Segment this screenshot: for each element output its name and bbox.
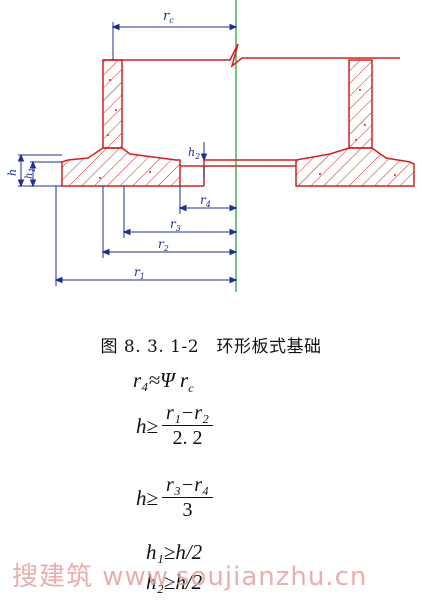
left-ring-slab bbox=[61, 147, 181, 187]
right-ring-slab bbox=[295, 147, 415, 187]
inner-plate-outline bbox=[180, 159, 296, 187]
formula-h-r1-r2: h≥ r₁−r₂ 2. 2 bbox=[136, 402, 213, 450]
label-rc: rc bbox=[163, 9, 174, 25]
label-h1: h1 bbox=[24, 167, 37, 179]
formula-h-r3-r4: h≥ r₃−r₄ 3 bbox=[136, 474, 213, 522]
formula-h2: h₂≥h/2 bbox=[146, 570, 203, 594]
figure-caption: 图 8. 3. 1-2 环形板式基础 bbox=[100, 337, 322, 357]
formula-r4: r₄≈Ψ rc bbox=[133, 368, 194, 396]
label-r1: r1 bbox=[134, 265, 145, 281]
label-r4: r4 bbox=[200, 193, 211, 209]
concrete-dots bbox=[99, 79, 396, 179]
label-h2: h2 bbox=[188, 146, 200, 161]
site-watermark: 搜建筑 www.soujianzhu.cn bbox=[12, 562, 368, 592]
label-h: h bbox=[6, 169, 19, 176]
tower-top-outline bbox=[103, 43, 400, 69]
label-r2: r2 bbox=[158, 237, 169, 253]
dimension-lines bbox=[17, 22, 238, 286]
formula-h1: h₁≥h/2 bbox=[146, 540, 203, 564]
label-r3: r3 bbox=[170, 217, 181, 233]
ring-foundation-diagram: rc h2 r4 r3 r2 r1 h h1 bbox=[6, 0, 415, 292]
